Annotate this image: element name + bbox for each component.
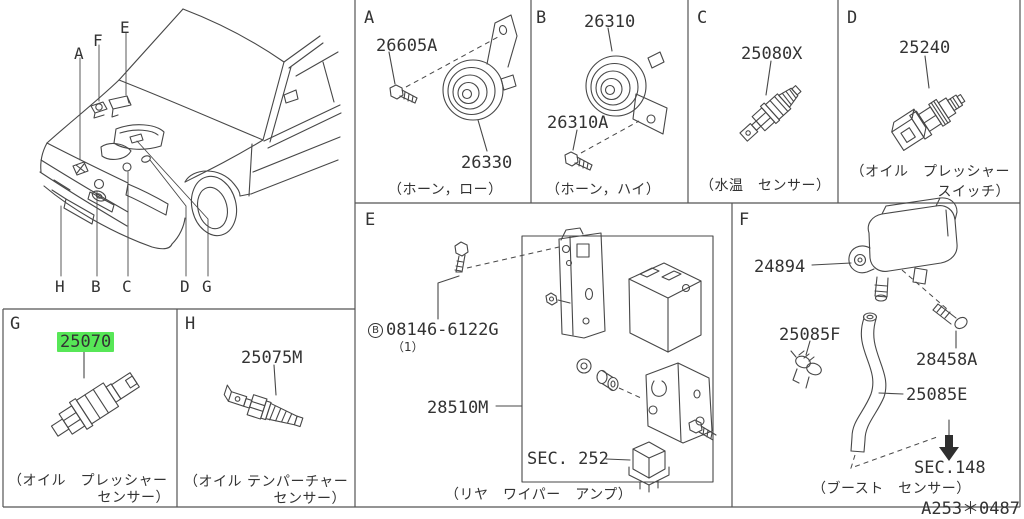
wiper-amp-drawing: [437, 227, 717, 493]
car-callout-g: G: [202, 277, 212, 296]
car-callout-f: F: [93, 31, 103, 50]
part-number-28458A[interactable]: 28458A: [916, 350, 978, 370]
caption-line: スイッチ）: [937, 184, 1010, 200]
car-callout-d: D: [180, 277, 190, 296]
drawing-code: A253＊0487: [921, 499, 1020, 519]
car-callout-a: A: [74, 44, 84, 63]
car-callout-c: C: [122, 277, 132, 296]
sec-252-ref: SEC. 252: [527, 449, 609, 469]
part-number-26310A[interactable]: 26310A: [547, 113, 609, 133]
caption-horn-low: （ホーン，ロー）: [388, 182, 503, 198]
oil-pressure-switch-drawing: [891, 55, 966, 151]
oil-pressure-sensor-drawing: [50, 350, 140, 437]
oil-temp-sensor-drawing: [223, 364, 304, 428]
section-letter-c: C: [697, 8, 708, 28]
bolt-part-number: 08146-6122G: [386, 320, 499, 340]
part-number-25085E[interactable]: 25085E: [906, 385, 968, 405]
section-letter-d: D: [847, 8, 858, 28]
part-number-24894[interactable]: 24894: [754, 257, 806, 277]
caption-horn-high: （ホーン，ハイ）: [546, 182, 661, 198]
part-number-25070-highlighted[interactable]: 25070: [57, 332, 115, 352]
car-callout-b: B: [91, 277, 101, 296]
section-letter-b: B: [536, 8, 547, 28]
circled-b-marker: B: [368, 323, 383, 338]
caption-oil-temp-sensor-line2: センサー）: [273, 491, 346, 507]
water-temp-sensor-drawing: [739, 60, 802, 142]
car-sketch: [39, 8, 342, 250]
section-letter-e: E: [365, 210, 376, 230]
caption-oil-temp-sensor-line1: （オイル テンパーチャー: [184, 474, 349, 490]
section-letter-g: G: [10, 314, 21, 334]
sec-148-ref: SEC.148: [914, 458, 986, 478]
part-number-26330[interactable]: 26330: [461, 153, 513, 173]
part-number-26310[interactable]: 26310: [584, 12, 636, 32]
car-callout-h: H: [55, 277, 65, 296]
boost-sensor-drawing: [790, 197, 968, 453]
car-callout-e: E: [120, 18, 130, 37]
caption-water-temp-sensor: （水温 センサー）: [700, 178, 831, 194]
section-frame: [2, 0, 1021, 508]
section-letter-h: H: [185, 314, 196, 334]
caption-line: （オイル プレッシャー: [850, 164, 1010, 180]
dashed-assembly-lines: [405, 36, 948, 469]
bolt-quantity: （1）: [392, 340, 424, 354]
horn-low-drawing: [388, 14, 518, 152]
car-callout-leaders: [60, 32, 209, 277]
sec148-arrow-icon: [939, 435, 959, 461]
caption-rear-wiper-amp: （リヤ ワイパー アンプ）: [445, 487, 633, 503]
caption-oil-pressure-sensor-line1: （オイル プレッシャー: [8, 473, 168, 489]
section-letter-f: F: [739, 210, 750, 230]
part-number-26605A[interactable]: 26605A: [376, 36, 438, 56]
part-number-25240[interactable]: 25240: [899, 38, 951, 58]
part-number-28510M[interactable]: 28510M: [427, 398, 489, 418]
part-number-25080X[interactable]: 25080X: [741, 44, 803, 64]
part-number-25085F[interactable]: 25085F: [779, 325, 841, 345]
caption-boost-sensor: （ブースト センサー）: [812, 481, 971, 497]
section-letter-a: A: [364, 8, 375, 28]
caption-oil-pressure-switch: （オイル プレッシャー スイッチ）: [851, 161, 1011, 201]
caption-oil-pressure-sensor-line2: センサー）: [97, 490, 170, 506]
part-number-25075M[interactable]: 25075M: [241, 348, 303, 368]
horn-high-drawing: [564, 27, 668, 171]
